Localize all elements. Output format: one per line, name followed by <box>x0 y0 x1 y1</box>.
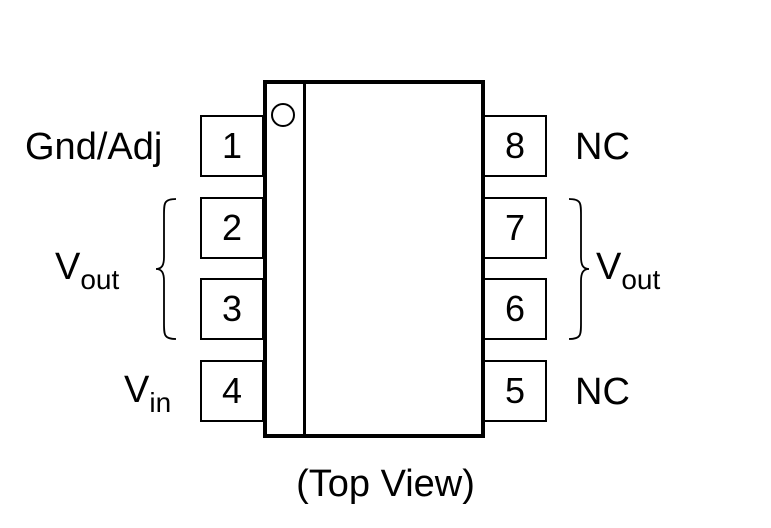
vout-right-label: Vout <box>596 246 660 293</box>
pin1-dot-marker <box>271 103 295 127</box>
pin-4-label: Vin <box>124 369 171 416</box>
pin-4: 4 <box>200 360 264 422</box>
vin-main: V <box>124 369 150 411</box>
vout-left-main: V <box>55 246 81 288</box>
pin-5-label: NC <box>575 371 630 413</box>
pin-1-label: Gnd/Adj <box>25 126 163 168</box>
vout-left-sub: out <box>80 263 120 295</box>
vout-left-label: Vout <box>55 246 119 293</box>
left-brace-icon <box>155 198 177 340</box>
pin1-stripe <box>303 84 306 434</box>
vout-right-sub: out <box>621 263 661 295</box>
pin-5: 5 <box>483 360 547 422</box>
pin-1: 1 <box>200 115 264 177</box>
diagram-caption: (Top View) <box>296 463 475 505</box>
right-brace-icon <box>568 198 590 340</box>
vout-right-main: V <box>596 246 622 288</box>
pin-7: 7 <box>483 197 547 259</box>
pin-8-label: NC <box>575 126 630 168</box>
pin-3: 3 <box>200 278 264 340</box>
ic-body <box>263 80 485 438</box>
pin-2: 2 <box>200 197 264 259</box>
pin-8: 8 <box>483 115 547 177</box>
vin-sub: in <box>149 386 172 418</box>
pin-6: 6 <box>483 278 547 340</box>
